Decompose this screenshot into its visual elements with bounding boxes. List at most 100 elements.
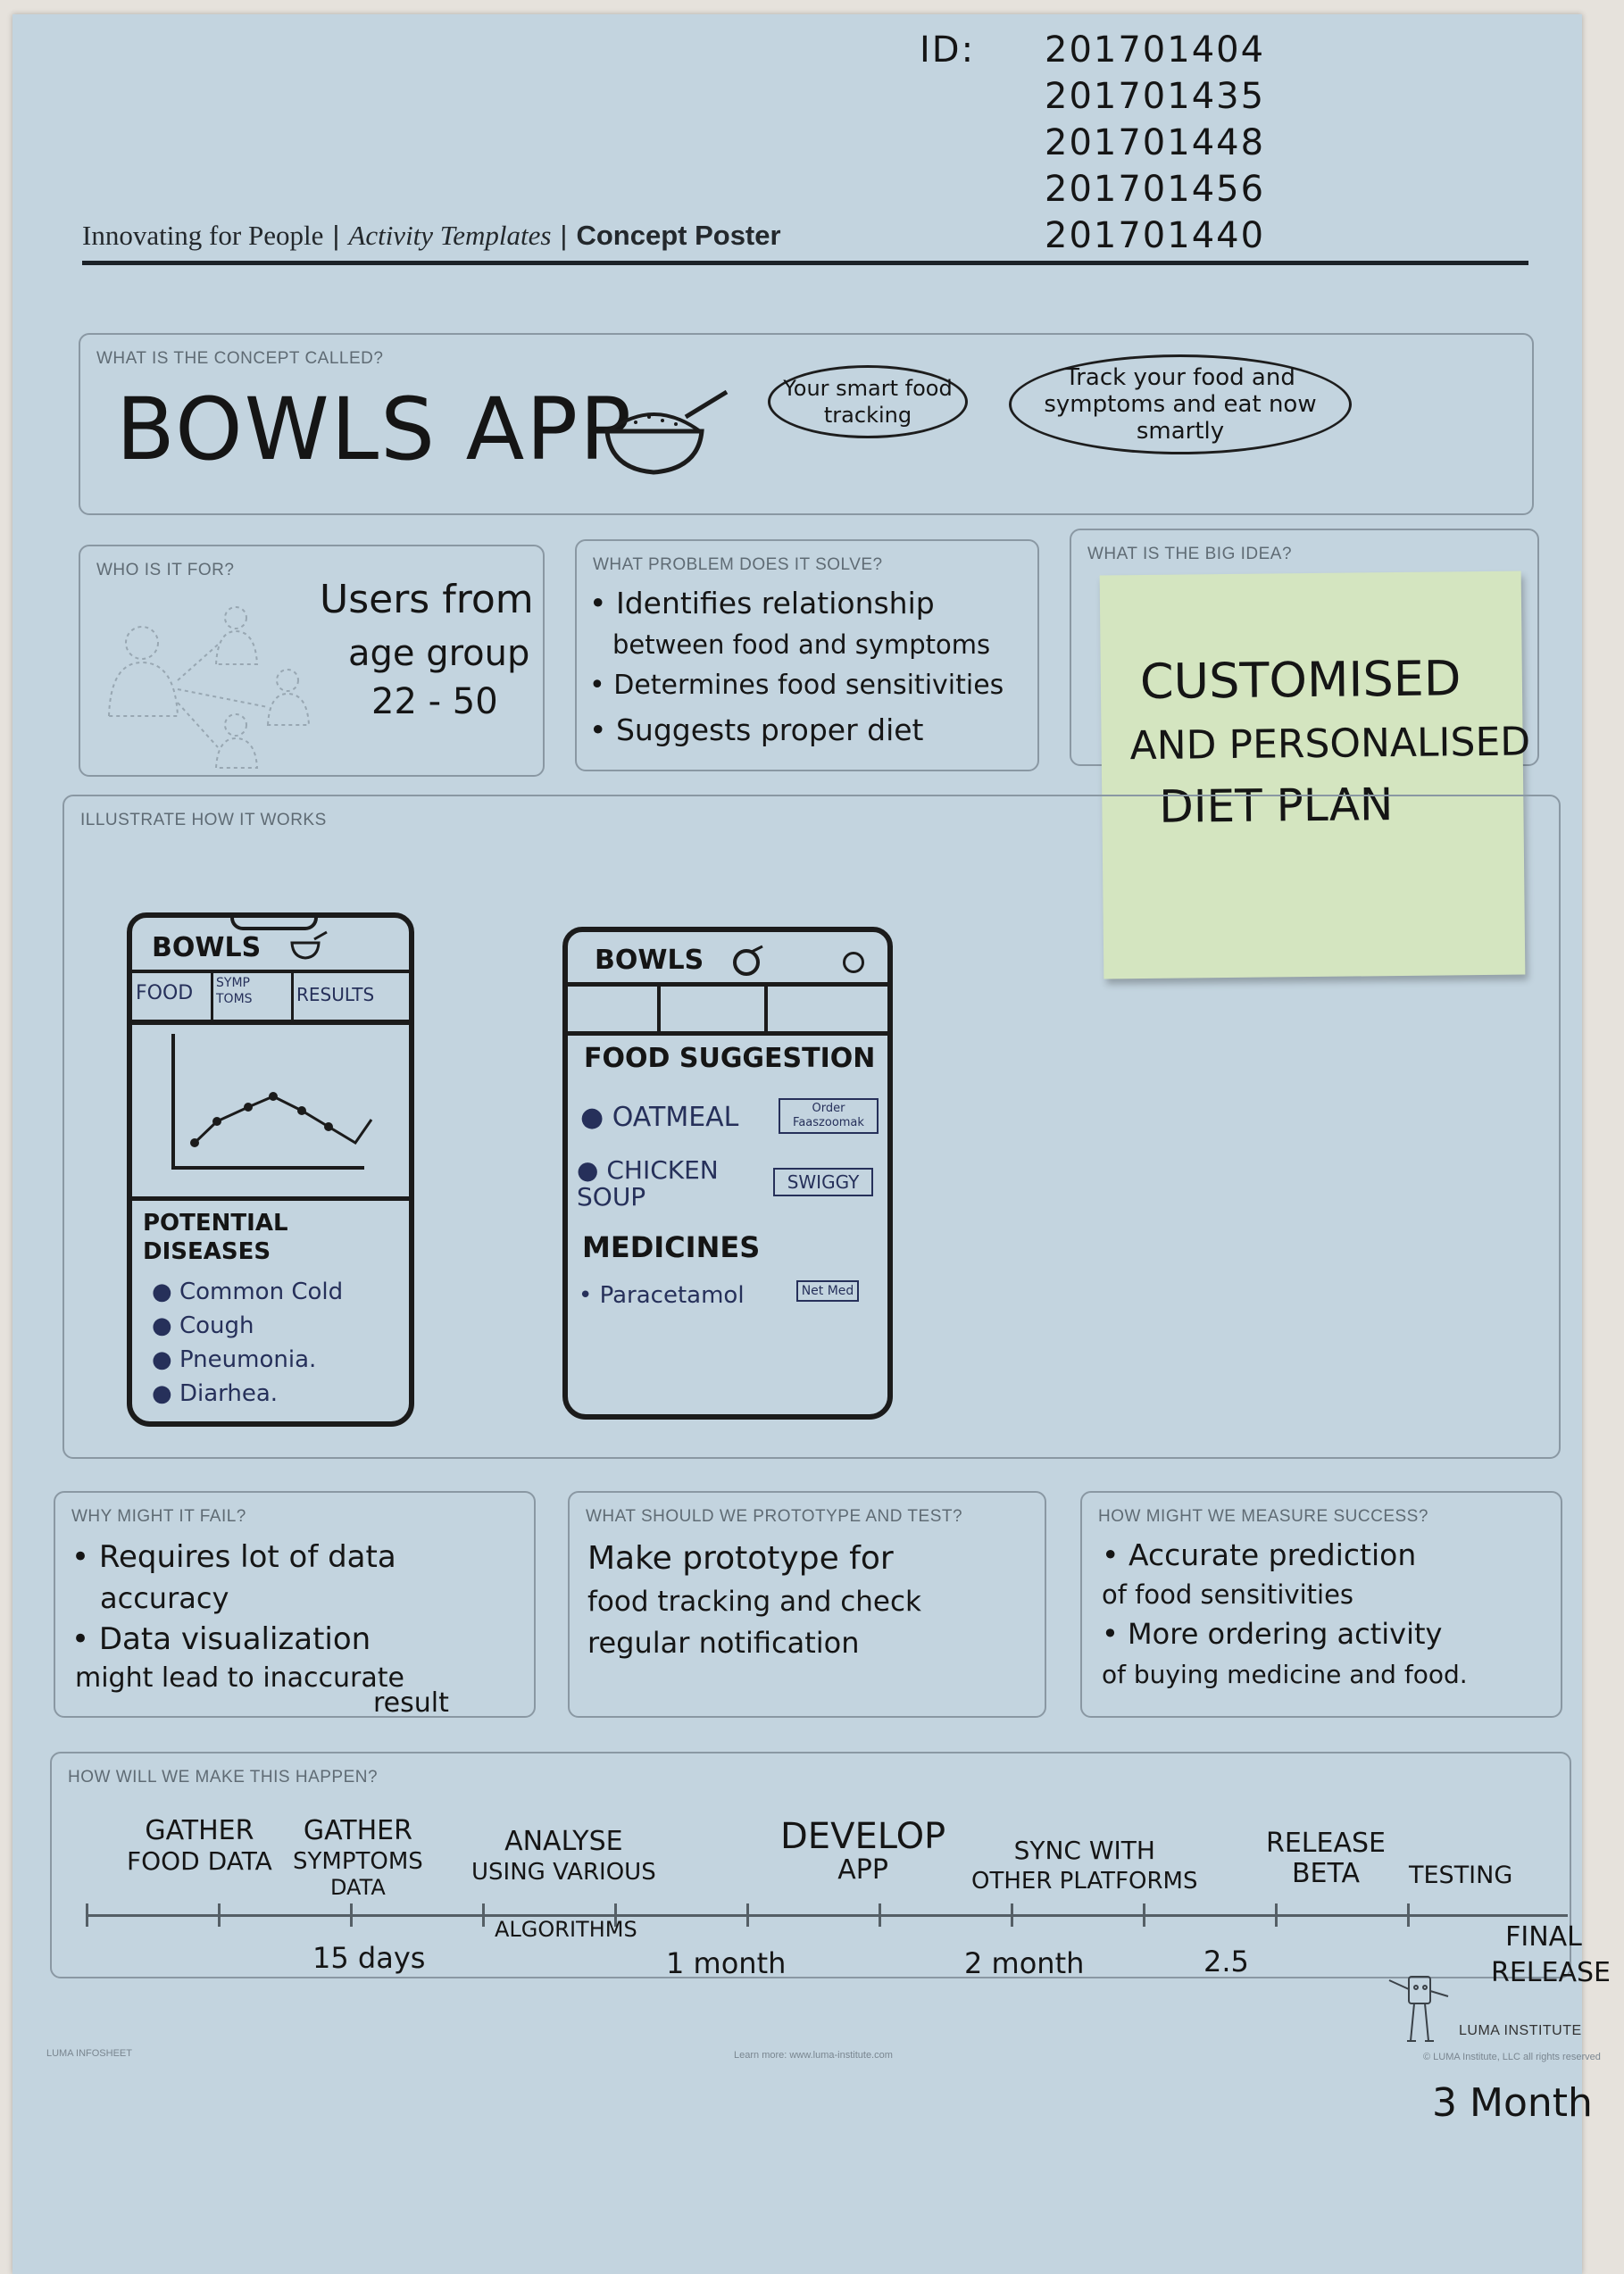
prototype-line: Make prototype for <box>587 1540 894 1577</box>
poster-header: Innovating for People|Activity Templates… <box>82 216 1528 265</box>
success-question: HOW MIGHT WE MEASURE SUCCESS? <box>1098 1507 1428 1526</box>
tab-results[interactable]: RESULTS <box>296 984 375 1005</box>
problem-bullet: • Suggests proper diet <box>589 712 924 747</box>
header-category: Activity Templates <box>348 220 552 251</box>
tab-bar <box>568 982 887 1036</box>
bowl-icon <box>733 945 763 976</box>
fail-line: result <box>373 1687 449 1719</box>
phone-sketch-results: BOWLS FOOD SYMP TOMS RESULTS POTENTIAL D… <box>127 912 414 1427</box>
plan-duration: 15 days <box>312 1941 426 1975</box>
luma-mascot-icon <box>1388 1976 1449 2042</box>
fail-line: • Requires lot of data <box>71 1539 396 1575</box>
line-chart-sketch <box>171 1034 373 1170</box>
food-heading: FOOD SUGGESTION <box>584 1043 876 1074</box>
menu-dot-icon[interactable] <box>843 952 864 973</box>
disease-item: ● Cough <box>152 1312 254 1339</box>
who-box: WHO IS IT FOR? Users from age group 22 -… <box>79 545 545 777</box>
success-line: • Accurate prediction <box>1102 1537 1417 1572</box>
tab-symptoms[interactable]: SYMP TOMS <box>216 976 253 1006</box>
fail-line: • Data visualization <box>71 1621 371 1657</box>
concept-name: BOWLS APP <box>116 379 634 479</box>
who-line: age group <box>348 633 530 674</box>
prototype-box: WHAT SHOULD WE PROTOTYPE AND TEST? Make … <box>568 1491 1046 1718</box>
total-duration: 3 Month <box>1432 2080 1593 2126</box>
app-title: BOWLS <box>152 932 262 963</box>
fail-line: might lead to inaccurate <box>75 1662 404 1694</box>
footer-right: © LUMA Institute, LLC all rights reserve… <box>1423 2052 1601 2062</box>
footer-left: LUMA INFOSHEET <box>46 2048 132 2059</box>
tab-bar: FOOD SYMP TOMS RESULTS <box>132 970 409 1025</box>
success-line: • More ordering activity <box>1102 1617 1443 1651</box>
prototype-line: food tracking and check <box>587 1586 921 1618</box>
disease-item: ● Common Cold <box>152 1279 344 1305</box>
idea-line: AND PERSONALISED <box>1129 719 1531 770</box>
plan-duration: 1 month <box>666 1946 787 1980</box>
id-item: 201701404 <box>1045 29 1266 71</box>
idea-line: CUSTOMISED <box>1139 650 1462 711</box>
pitch-bubble: Track your food and symptoms and eat now… <box>1009 354 1352 454</box>
illustrate-question: ILLUSTRATE HOW IT WORKS <box>80 811 327 829</box>
tab-food[interactable]: FOOD <box>136 982 194 1004</box>
notch <box>230 912 318 930</box>
fail-line: accuracy <box>100 1581 229 1615</box>
medicine-item: • Paracetamol <box>579 1282 745 1309</box>
problem-bullet: • Determines food sensitivities <box>589 670 1004 701</box>
problem-box: WHAT PROBLEM DOES IT SOLVE? • Identifies… <box>575 539 1039 771</box>
problem-bullet-cont: between food and symptoms <box>612 629 991 660</box>
success-line: of buying medicine and food. <box>1102 1660 1468 1689</box>
divider <box>132 1196 409 1201</box>
tagline-bubble: Your smart food tracking <box>768 365 968 438</box>
problem-question: WHAT PROBLEM DOES IT SOLVE? <box>593 555 883 574</box>
illustrate-box: ILLUSTRATE HOW IT WORKS BOWLS FOOD SYMP … <box>62 795 1561 1459</box>
food-item: ● OATMEAL <box>580 1102 739 1133</box>
header-template: Concept Poster <box>576 220 781 251</box>
header-program: Innovating for People <box>82 220 324 251</box>
section-heading: POTENTIAL DISEASES <box>143 1210 288 1265</box>
disease-item: ● Diarhea. <box>152 1380 279 1407</box>
order-button[interactable]: SWIGGY <box>773 1168 873 1196</box>
prototype-line: regular notification <box>587 1626 860 1660</box>
id-item: 201701456 <box>1045 169 1266 210</box>
medicine-heading: MEDICINES <box>582 1230 761 1264</box>
id-item: 201701435 <box>1045 76 1266 117</box>
people-icon <box>107 606 311 769</box>
success-box: HOW MIGHT WE MEASURE SUCCESS? • Accurate… <box>1080 1491 1562 1718</box>
fail-box: WHY MIGHT IT FAIL? • Requires lot of dat… <box>54 1491 536 1719</box>
bowl-icon <box>604 389 729 475</box>
footer-center: Learn more: www.luma-institute.com <box>734 2050 893 2061</box>
concept-box: WHAT IS THE CONCEPT CALLED? BOWLS APP Yo… <box>79 333 1534 515</box>
plan-question: HOW WILL WE MAKE THIS HAPPEN? <box>68 1768 379 1787</box>
timeline-axis <box>86 1914 1568 1917</box>
luma-brand: LUMA INSTITUTE <box>1459 2023 1582 2038</box>
bowl-icon <box>290 930 328 960</box>
ids-label: ID: <box>920 29 976 71</box>
order-button[interactable]: Order Faaszoomak <box>779 1098 879 1134</box>
idea-question: WHAT IS THE BIG IDEA? <box>1087 545 1293 563</box>
plan-duration: 2 month <box>964 1946 1085 1980</box>
who-line: Users from <box>320 577 534 622</box>
disease-item: ● Pneumonia. <box>152 1346 317 1373</box>
id-item: 201701440 <box>1045 215 1266 256</box>
plan-step-continued: ALGORITHMS <box>495 1917 637 1942</box>
food-item: ● CHICKEN SOUP <box>577 1155 719 1212</box>
id-item: 201701448 <box>1045 122 1266 163</box>
order-button[interactable]: Net Med <box>796 1280 859 1302</box>
prototype-question: WHAT SHOULD WE PROTOTYPE AND TEST? <box>586 1507 963 1526</box>
fail-question: WHY MIGHT IT FAIL? <box>71 1507 246 1526</box>
concept-question: WHAT IS THE CONCEPT CALLED? <box>96 349 384 368</box>
who-question: WHO IS IT FOR? <box>96 561 235 579</box>
success-line: of food sensitivities <box>1102 1579 1354 1610</box>
problem-bullet: • Identifies relationship <box>589 586 935 621</box>
plan-duration: 2.5 <box>1203 1945 1249 1978</box>
who-line: 22 - 50 <box>371 681 498 722</box>
plan-step: TESTING <box>1409 1862 1513 1889</box>
phone-sketch-suggestions: BOWLS FOOD SUGGESTION ● OATMEAL Order Fa… <box>562 927 893 1420</box>
